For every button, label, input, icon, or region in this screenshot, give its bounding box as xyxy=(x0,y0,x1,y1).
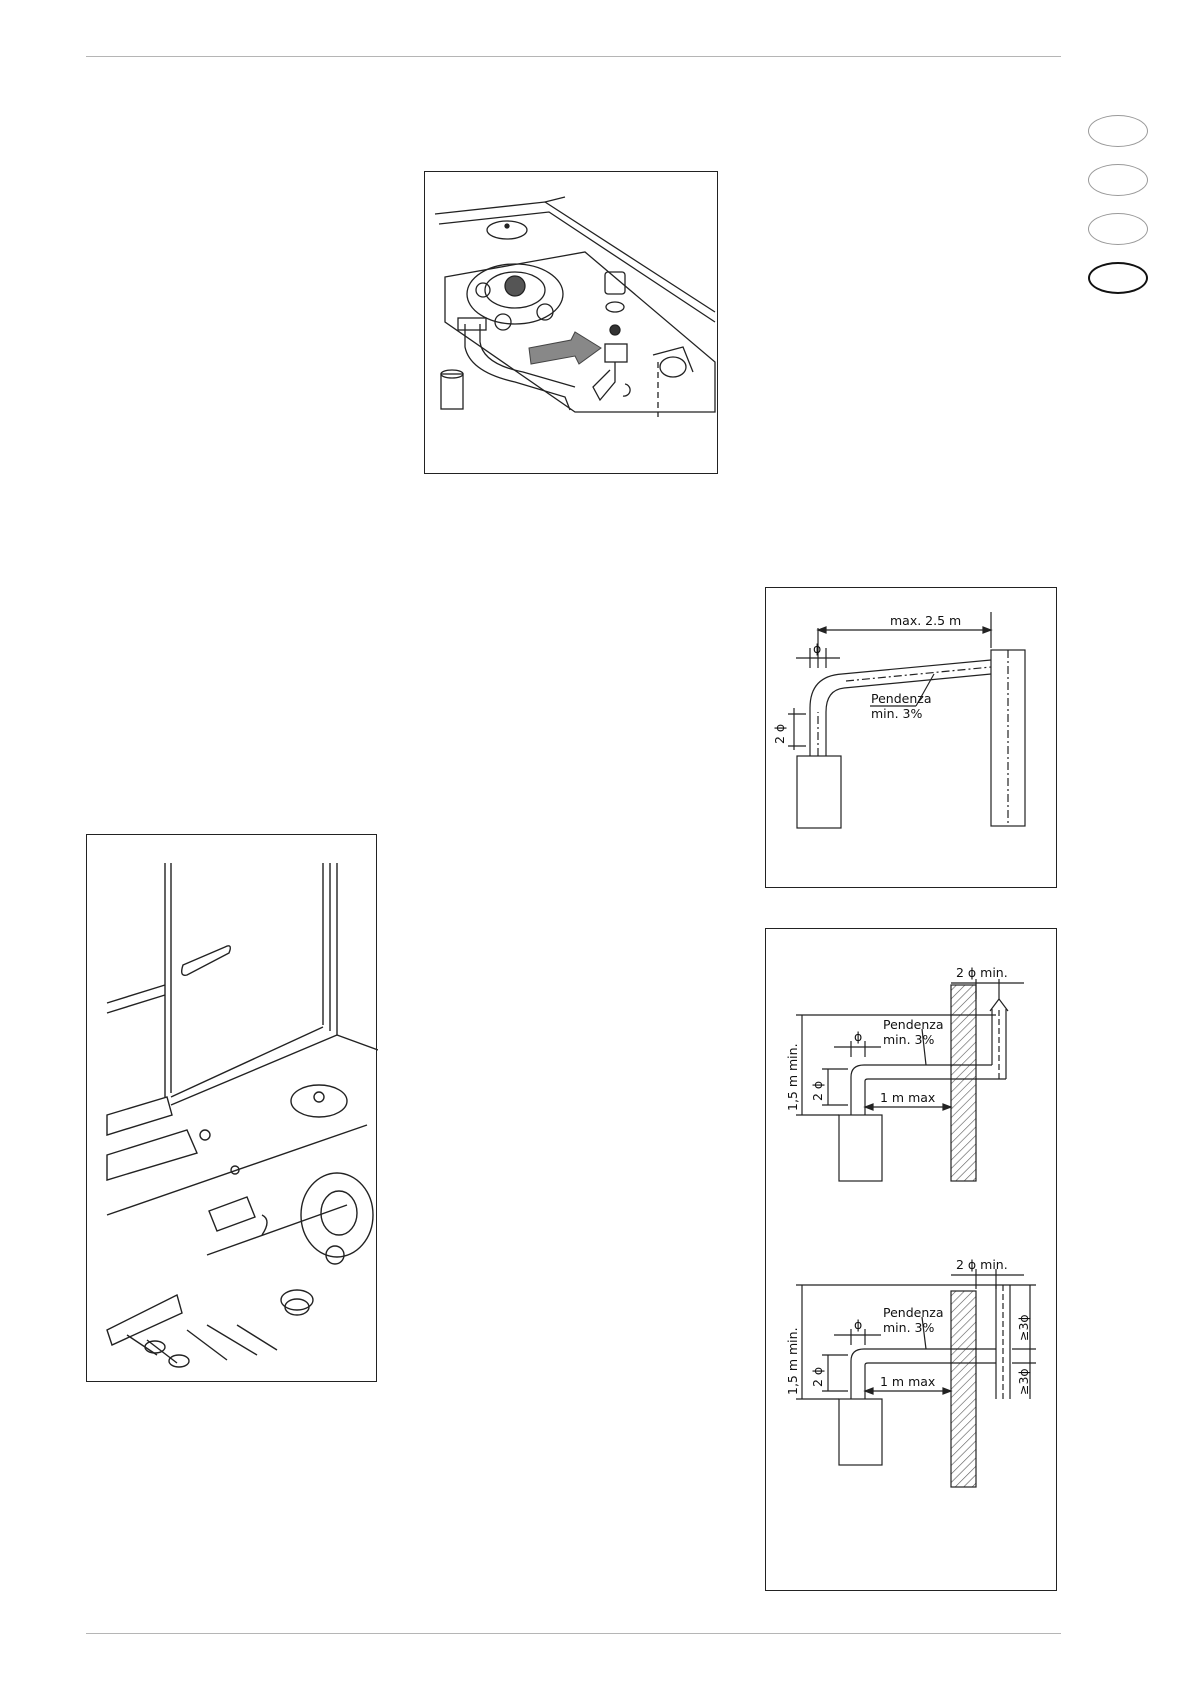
c-label-slope-title: Pendenza xyxy=(883,1305,943,1320)
label-max-length: max. 2.5 m xyxy=(890,613,961,628)
c-label-three-phi-upper: ≥3ϕ xyxy=(1016,1314,1031,1341)
language-tab-4-active[interactable] xyxy=(1088,262,1148,294)
b-label-one-m-max: 1 m max xyxy=(880,1090,935,1105)
c-label-slope-value: min. 3% xyxy=(883,1320,934,1335)
label-slope-value: min. 3% xyxy=(871,706,922,721)
language-tab-3[interactable] xyxy=(1088,213,1148,245)
c-label-height-min: 1,5 m min. xyxy=(785,1327,800,1395)
flue-diagram-a-drawing: max. 2.5 m ϕ 2 ϕ Pendenza min. 3% xyxy=(766,588,1058,889)
header-rule xyxy=(86,56,1061,57)
c-label-two-phi-min: 2 ϕ min. xyxy=(956,1257,1008,1272)
b-label-slope-title: Pendenza xyxy=(883,1017,943,1032)
b-label-height-min: 1,5 m min. xyxy=(785,1043,800,1111)
label-two-phi: 2 ϕ xyxy=(772,724,787,744)
b-label-phi: ϕ xyxy=(854,1029,862,1044)
language-tab-1[interactable] xyxy=(1088,115,1148,147)
label-slope-title: Pendenza xyxy=(871,691,931,706)
b-label-two-phi-min: 2 ϕ min. xyxy=(956,965,1008,980)
c-label-two-phi: 2 ϕ xyxy=(810,1367,825,1387)
figure-boiler-interior xyxy=(86,834,377,1382)
c-label-phi: ϕ xyxy=(854,1317,862,1332)
figure-flue-diagrams-bc: 2 ϕ min. 1,5 m min. Pendenza min. 3% ϕ 2… xyxy=(765,928,1057,1591)
c-label-one-m-max: 1 m max xyxy=(880,1374,935,1389)
language-tab-2[interactable] xyxy=(1088,164,1148,196)
boiler-interior-illustration xyxy=(87,835,378,1383)
gas-connection-illustration xyxy=(425,172,719,475)
b-label-two-phi: 2 ϕ xyxy=(810,1081,825,1101)
label-phi: ϕ xyxy=(813,641,821,656)
footer-rule xyxy=(86,1633,1061,1634)
c-label-three-phi-lower: ≥3ϕ xyxy=(1016,1368,1031,1395)
flue-diagrams-bc-drawing: 2 ϕ min. 1,5 m min. Pendenza min. 3% ϕ 2… xyxy=(766,929,1058,1592)
figure-flue-diagram-a: max. 2.5 m ϕ 2 ϕ Pendenza min. 3% xyxy=(765,587,1057,888)
b-label-slope-value: min. 3% xyxy=(883,1032,934,1047)
figure-gas-connection xyxy=(424,171,718,474)
